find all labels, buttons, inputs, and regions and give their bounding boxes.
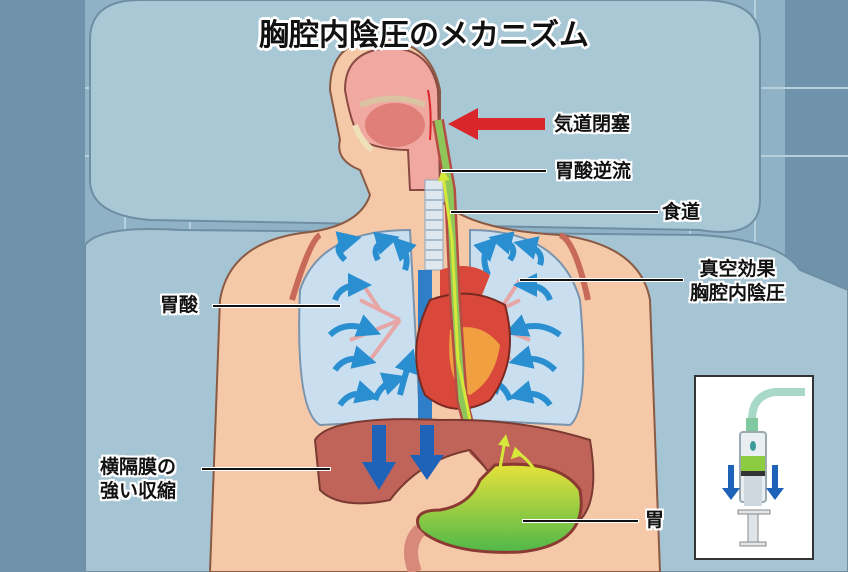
label-stomach: 胃 (645, 509, 665, 531)
syringe-inset (694, 375, 814, 560)
label-diaphragm: 横隔膜の 強い収縮 (100, 455, 176, 503)
leader-acid-reflux (442, 170, 546, 172)
label-diaphragm-line1: 横隔膜の (100, 456, 177, 478)
trachea (424, 179, 444, 271)
page-title: 胸腔内陰圧のメカニズム (259, 18, 589, 53)
label-vacuum-effect-line2: 胸腔内陰圧 (690, 282, 786, 304)
diaphragm-contraction-arrows (362, 425, 444, 490)
leader-esophagus (451, 211, 658, 213)
leader-vacuum-effect (520, 279, 683, 281)
stomach (404, 434, 583, 572)
airway-obstruction-arrow (427, 89, 545, 141)
label-acid-reflux: 胃酸逆流 (555, 160, 632, 182)
leader-stomach (523, 520, 638, 522)
leader-diaphragm (202, 468, 330, 470)
label-diaphragm-line2: 強い収縮 (100, 480, 177, 502)
head-cross-section (343, 46, 442, 191)
label-vacuum-effect: 真空効果 胸腔内陰圧 (690, 257, 785, 305)
leader-gastric-acid (213, 305, 340, 307)
label-airway-obstruction: 気道閉塞 (554, 113, 631, 135)
label-gastric-acid: 胃酸 (160, 294, 199, 316)
label-esophagus: 食道 (662, 201, 701, 223)
label-vacuum-effect-line1: 真空効果 (699, 258, 776, 280)
